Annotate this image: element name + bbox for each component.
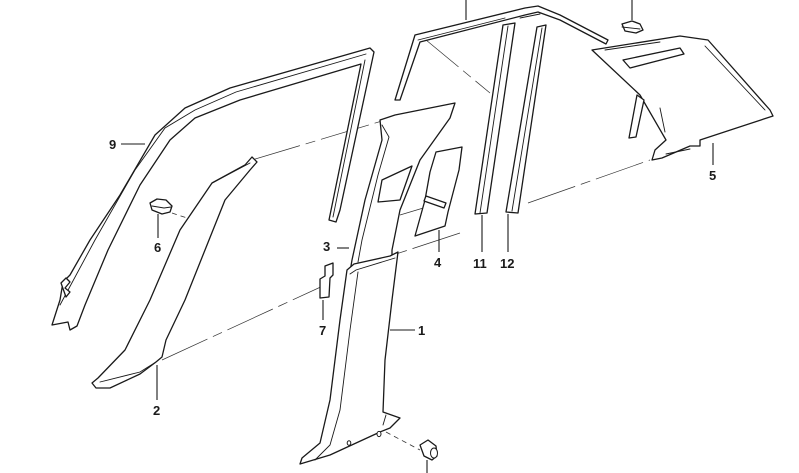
- alignment-lines: [161, 34, 651, 451]
- callout-1: 1: [418, 323, 425, 338]
- callout-9: 9: [109, 137, 116, 152]
- part-4-trim-cover: [414, 146, 463, 252]
- part-1-b-pillar-lower-trim: [299, 251, 415, 465]
- part-6-clip: [149, 198, 173, 238]
- part-11-seal-strip: [474, 22, 516, 252]
- callout-5: 5: [709, 168, 716, 183]
- callout-12: 12: [500, 256, 514, 271]
- callout-11: 11: [473, 256, 487, 271]
- part-3-b-pillar-upper-trim: [337, 102, 456, 273]
- part-12-seal-strip: [505, 24, 547, 252]
- callouts: 1 2 3 4 5 6 7 9 11 12: [109, 137, 716, 418]
- part-7-bracket: [319, 262, 334, 320]
- part-9-window-frame-seal: [51, 47, 375, 331]
- callout-2: 2: [153, 403, 160, 418]
- callout-6: 6: [154, 240, 161, 255]
- push-pin-fastener: [419, 439, 438, 473]
- callout-3: 3: [323, 239, 330, 254]
- callout-7: 7: [319, 323, 326, 338]
- part-door-frame-seal: [394, 0, 609, 101]
- callout-4: 4: [434, 255, 442, 270]
- part-5-clip: [621, 0, 644, 34]
- part-2-a-pillar-trim: [91, 156, 258, 400]
- part-5-c-pillar-trim: [591, 35, 774, 165]
